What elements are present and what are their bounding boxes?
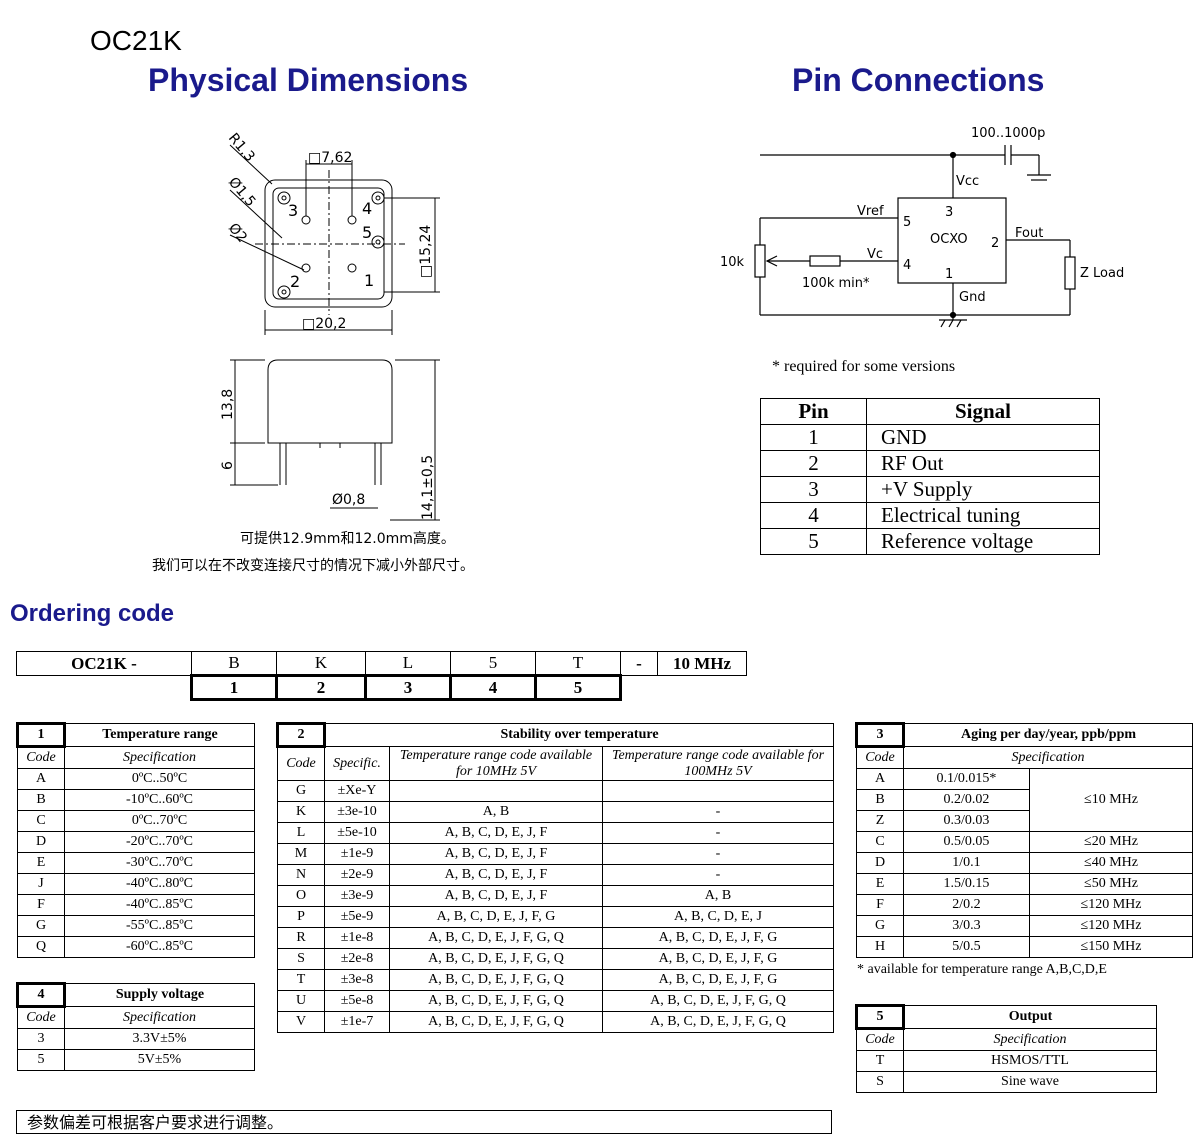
table-row: F-40ºC..85ºC [17,894,255,916]
dim-d15: Ø1,5 [225,174,259,210]
dim-d2: Ø2 [225,220,250,246]
fout-label: Fout [1015,226,1043,241]
pin-schematic: 100..1000p Vcc Vref Vc OCXO Fout Z Load … [720,126,1124,328]
table-row: D-20ºC..70ºC [17,831,255,853]
dim-1524: □15,24 [418,225,434,278]
dim-d08: Ø0,8 [332,492,365,508]
pin-note: * required for some versions [772,358,956,375]
sch-pin-4: 4 [903,258,911,273]
pin-label-1: 1 [364,271,374,290]
signal-col-header: Signal [866,398,1100,425]
ordering-code-heading: Ordering code [10,600,175,627]
table-row: 3+V Supply [760,476,1100,503]
table-row: B-10ºC..60ºC [17,789,255,811]
zload-label: Z Load [1080,266,1124,281]
table-row: G-55ºC..85ºC [17,915,255,937]
vcc-label: Vcc [956,174,979,189]
vc-label: Vc [867,247,883,262]
dim-6: 6 [220,461,236,470]
table-row: Q-60ºC..85ºC [17,936,255,958]
sch-pin-5: 5 [903,215,911,230]
physical-dimensions-heading: Physical Dimensions [148,62,469,98]
ocxo-label: OCXO [930,232,968,247]
table-row: G±Xe-Y [277,780,834,802]
pin-label-2: 2 [290,272,300,291]
r100k-label: 100k min* [802,276,870,291]
gnd-label: Gnd [959,290,986,305]
dim-138: 13,8 [220,389,236,420]
dim-202: □20,2 [302,316,346,332]
dim-r13: R1,3 [225,130,258,165]
sch-pin-1: 1 [945,267,953,282]
footer-note: 参数偏差可根据客户要求进行调整。 [16,1110,832,1134]
pin-label-4: 4 [362,199,372,218]
table-row: J-40ºC..80ºC [17,873,255,895]
dim-762: □7,62 [308,150,352,166]
dimension-note-2: 我们可以在不改变连接尺寸的情况下减小外部尺寸。 [152,558,474,574]
resistor-10k [754,244,766,278]
resistor-100k [809,255,841,267]
pin-label-5: 5 [362,223,372,242]
dimension-note-1: 可提供12.9mm和12.0mm高度。 [240,531,455,547]
dim-141: 14,1±0,5 [420,455,436,520]
r10k-label: 10k [720,255,745,270]
pin-col-header: Pin [760,398,867,425]
sch-pin-3: 3 [945,205,953,220]
cap-label: 100..1000p [971,126,1045,141]
model-title: OC21K [90,25,182,56]
sch-pin-2: 2 [991,236,999,251]
pin-connections-heading: Pin Connections [792,62,1045,98]
pin-label-3: 3 [288,201,298,220]
z-load-resistor [1064,256,1076,290]
aging-note: * available for temperature range A,B,C,… [857,962,1107,977]
package-outline-top [264,179,393,308]
table-row: E-30ºC..70ºC [17,852,255,874]
package-outline-side [267,359,393,444]
ordering-code-row: OC21K - B K L 5 T - 10 MHz 1 2 3 4 5 [16,651,747,701]
vref-label: Vref [857,204,884,219]
dimension-drawing: □7,62 □15,24 □20,2 R1,3 Ø1,5 Ø2 13,8 6 1… [220,130,440,521]
